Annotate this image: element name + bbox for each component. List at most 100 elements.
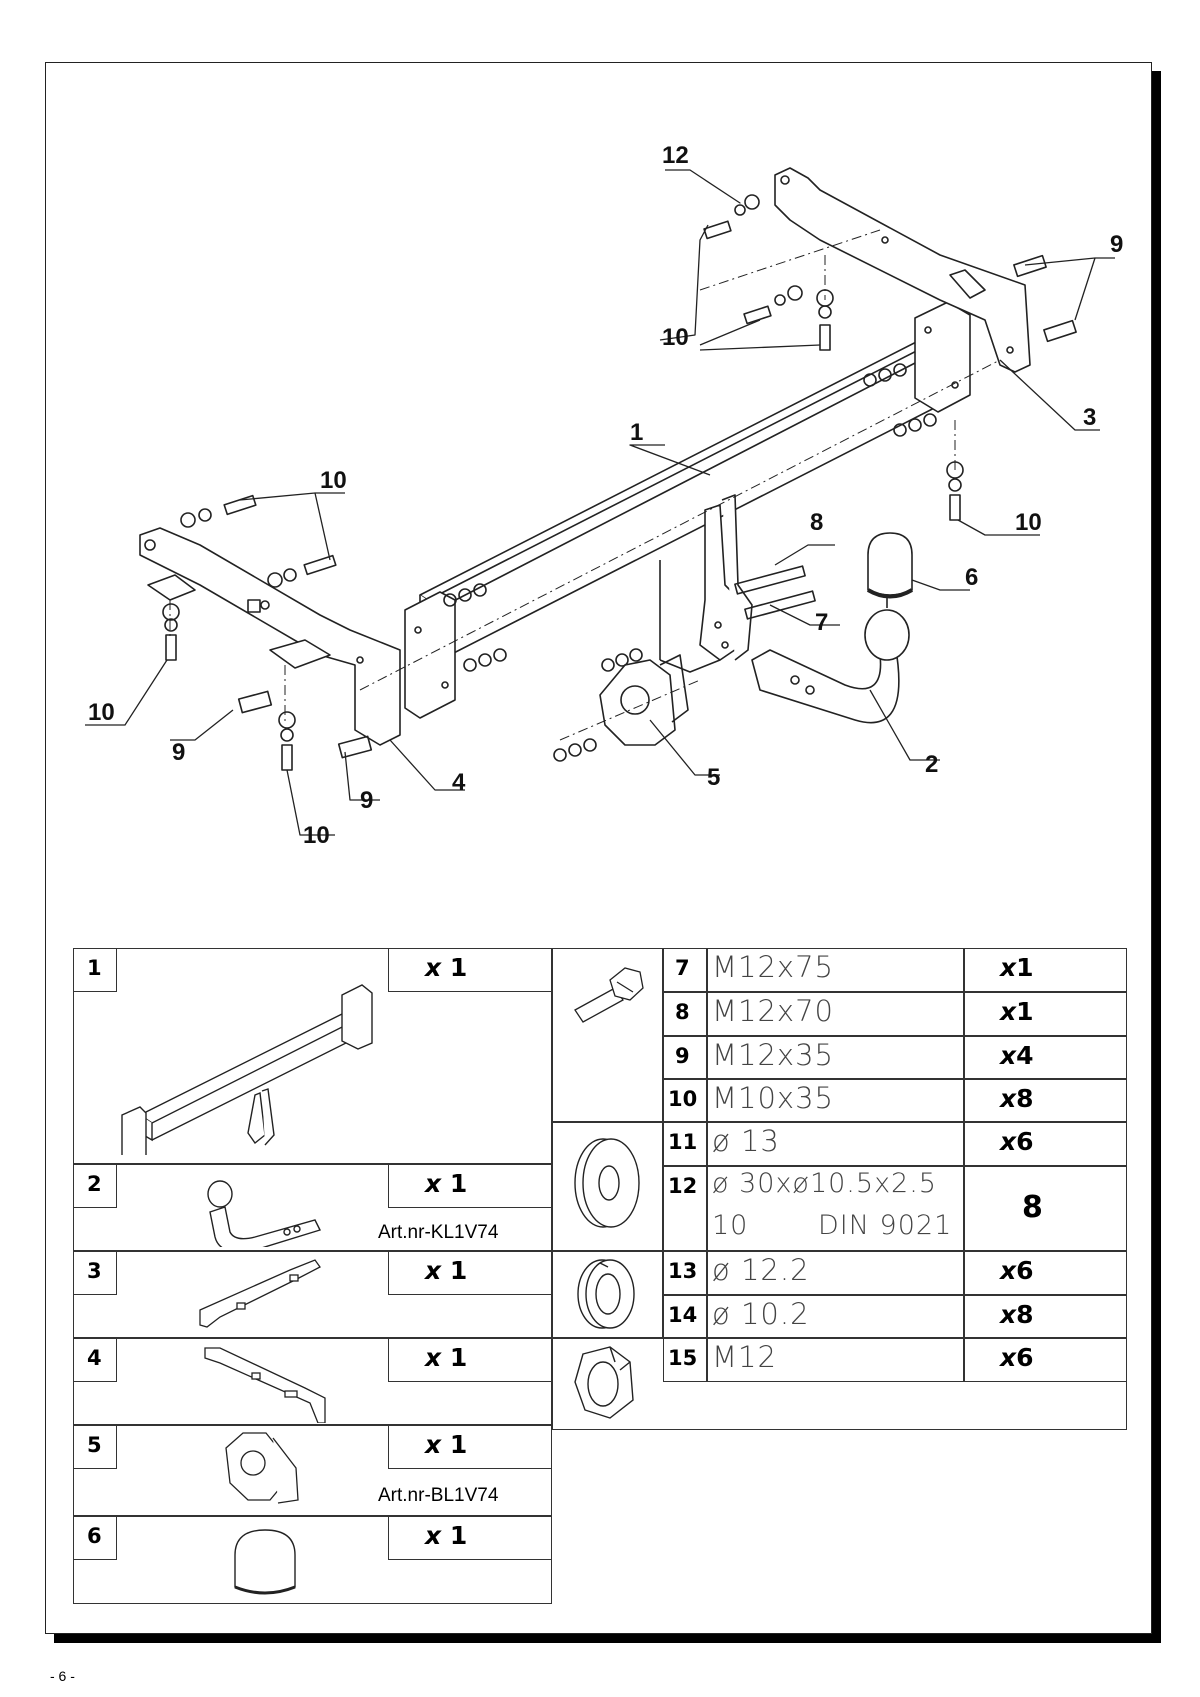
part-qty-box-15 [964,1338,1127,1382]
part-qty-box-9 [964,1036,1127,1079]
part-qty-box-6 [388,1516,552,1560]
callout-10-top: 10 [662,324,689,351]
part-qty-box-10 [964,1079,1127,1122]
part-qty-box-14 [964,1295,1127,1338]
part-num-15: 15 [668,1346,698,1370]
callout-9-right: 9 [1110,231,1123,258]
part-num-box-5 [73,1425,117,1469]
part-num-1: 1 [87,956,102,980]
part-qty-box-11 [964,1122,1127,1166]
part-num-box-11 [663,1122,707,1166]
bolt-icon [574,967,644,1023]
part-spec-14: ø 10.2 [712,1297,810,1331]
part-qty-box-4 [388,1338,552,1382]
part-qty-box-13 [964,1251,1127,1295]
part-qty-9: x4 [1000,1041,1034,1070]
part-spec-9: M12x35 [712,1038,834,1072]
part-num-box-4 [73,1338,117,1382]
callout-3: 3 [1083,404,1096,431]
part-num-box-12 [663,1166,707,1251]
part-num-7: 7 [675,956,690,980]
callout-1: 1 [630,419,643,446]
crossbar-thumbnail [121,984,373,1155]
part-qty-13: x6 [1000,1256,1034,1285]
part-qty-3: x 1 [425,1256,468,1285]
part-spec-box-8 [707,992,964,1036]
part-num-box-7 [663,948,707,992]
part-qty-2: x 1 [425,1169,468,1198]
part-art-nr-2: Art.nr-KL1V74 [378,1222,499,1243]
part-qty-box-7 [964,948,1127,992]
part-num-11: 11 [668,1130,698,1154]
part-spec-12-line2-a: 10 [712,1210,749,1241]
part-spec-box-15 [707,1338,964,1382]
part-spec-box-9 [707,1036,964,1079]
bracket-4-thumbnail [204,1347,326,1423]
part-spec-8: M12x70 [712,994,834,1028]
part-qty-box-5 [388,1425,552,1469]
part-num-box-8 [663,992,707,1036]
part-num-box-2 [73,1164,117,1208]
part-spec-10: M10x35 [712,1081,834,1115]
spring-washer-icon [577,1259,635,1329]
assembly-lines [169,229,1001,741]
part-num-box-13 [663,1251,707,1295]
part-qty-7: x1 [1000,953,1034,982]
ball-cap-part-6 [866,532,914,599]
part-qty-box-2 [388,1164,552,1208]
part-qty-10: x8 [1000,1084,1034,1113]
callout-4: 4 [452,769,466,796]
part-spec-11: ø 13 [712,1124,780,1158]
callout-5: 5 [707,764,720,791]
part-num-box-10 [663,1079,707,1122]
callout-9-left: 9 [172,739,185,766]
part-qty-4: x 1 [425,1343,468,1372]
callout-8: 8 [810,509,823,536]
part-num-box-9 [663,1036,707,1079]
part-spec-15: M12 [712,1340,777,1374]
callout-12: 12 [662,142,689,169]
part-qty-box-1 [388,948,552,992]
part-num-box-15 [663,1338,707,1382]
part-qty-12: 8 [1022,1190,1043,1225]
part-num-9: 9 [675,1044,690,1068]
callout-6: 6 [965,564,978,591]
callout-9-bottom: 9 [360,787,373,814]
hex-nut-icon [574,1346,634,1419]
fasteners [162,194,1077,771]
part-spec-box-12 [707,1166,964,1251]
part-num-4: 4 [87,1346,102,1370]
part-spec-13: ø 12.2 [712,1253,810,1287]
ball-neck-thumbnail [207,1180,321,1247]
part-spec-box-10 [707,1079,964,1122]
part-qty-11: x6 [1000,1127,1034,1156]
callout-10-left: 10 [88,699,115,726]
part-spec-12-line2-b: DIN 9021 [818,1210,953,1241]
callout-2: 2 [925,751,938,778]
part-qty-5: x 1 [425,1430,468,1459]
part-qty-1: x 1 [425,953,468,982]
callout-10-right: 10 [1015,509,1042,536]
crossbar-part-1 [404,301,971,719]
socket-plate-part-5 [599,654,689,746]
socket-plate-thumbnail [225,1432,299,1504]
part-num-8: 8 [675,1000,690,1024]
callout-10-left-top: 10 [320,467,347,494]
part-num-6: 6 [87,1524,102,1548]
part-qty-box-8 [964,992,1127,1036]
part-spec-box-11 [707,1122,964,1166]
part-qty-15: x6 [1000,1343,1034,1372]
side-bracket-part-3 [774,167,1031,373]
exploded-assembly-diagram: 12 10 9 3 1 10 10 8 6 7 2 5 4 10 9 9 10 [85,142,1123,849]
part-qty-6: x 1 [425,1521,468,1550]
part-num-2: 2 [87,1172,102,1196]
bolt-icon-cell [552,948,663,1122]
part-num-14: 14 [668,1303,698,1327]
part-art-nr-5: Art.nr-BL1V74 [378,1485,499,1506]
part-spec-7: M12x75 [712,950,834,984]
part-spec-12: ø 30xø10.5x2.5 [712,1168,937,1199]
callout-10-bottom: 10 [303,822,330,849]
leader-lines [85,169,1115,836]
flat-washer-icon [574,1138,640,1228]
part-spec-box-13 [707,1251,964,1295]
